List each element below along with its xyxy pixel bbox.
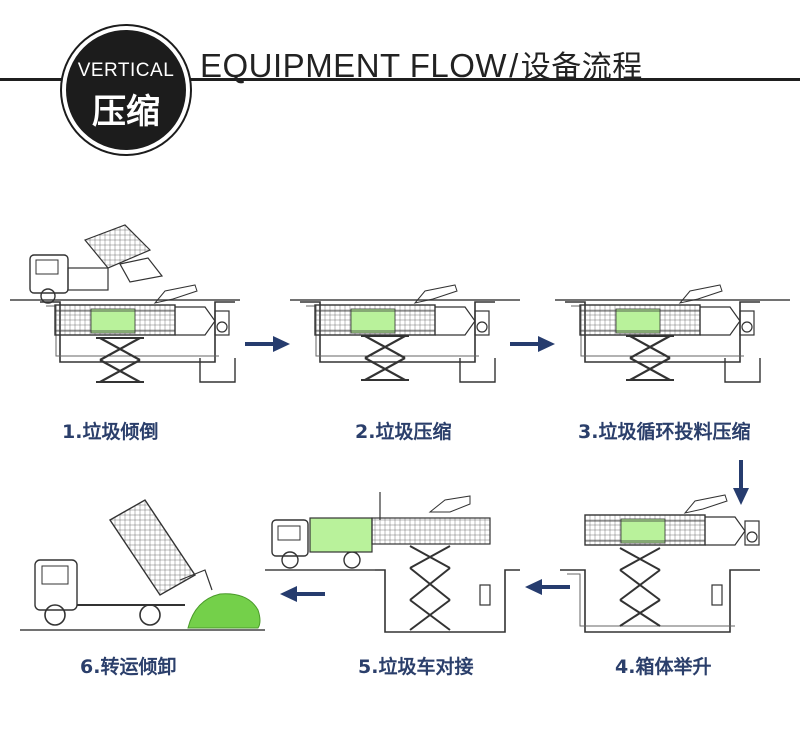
step-6-transfer-dumping-illustration [20,499,265,631]
header-divider [0,78,800,81]
title-chinese: 设备流程 [520,50,643,85]
badge-top-text: VERTICAL [77,60,175,81]
step-4-box-lifting-illustration [560,494,760,633]
arrow-3-to-4 [733,460,749,505]
step-3-cyclic-feeding-illustration [555,284,790,383]
step-3-label: 3.垃圾循环投料压缩 [578,421,751,443]
title-separator: / [509,47,519,84]
vertical-compression-badge: VERTICAL 压缩 [62,26,190,154]
step-1-label: 1.垃圾倾倒 [62,421,159,443]
step-5-label: 5.垃圾车对接 [358,656,474,678]
arrow-2-to-3 [510,336,555,352]
page-title: EQUIPMENT FLOW/设备流程 [200,42,643,86]
badge-bottom-text: 压缩 [92,92,160,132]
step-6-label: 6.转运倾卸 [80,656,177,678]
arrow-4-to-5 [525,579,570,595]
step-2-compression-illustration [290,284,520,383]
step-4-label: 4.箱体举升 [615,656,712,678]
arrow-1-to-2 [245,336,290,352]
step-1-dumping-illustration [10,224,240,384]
arrow-5-to-6 [280,586,325,602]
step-5-truck-docking-illustration [265,492,520,633]
step-2-label: 2.垃圾压缩 [355,421,452,443]
flow-arrows [245,336,749,602]
title-english: EQUIPMENT FLOW [200,47,508,84]
